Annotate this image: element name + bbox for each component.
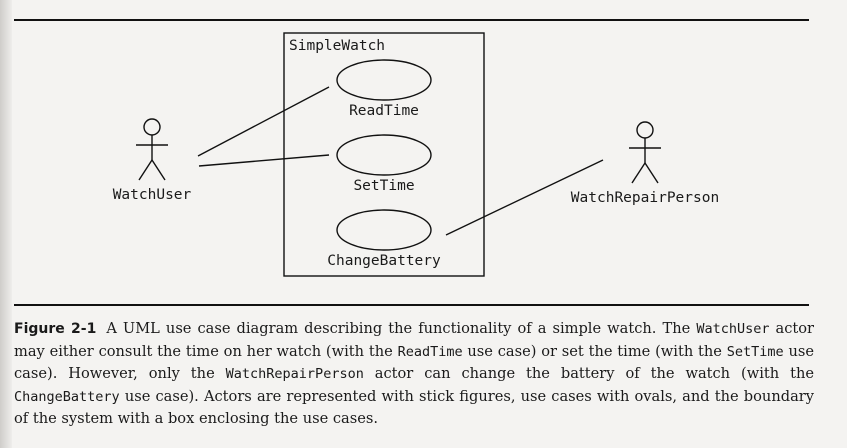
use-case-set-time-label: SetTime	[353, 178, 414, 194]
caption-code-read-time: ReadTime	[397, 343, 463, 360]
use-case-set-time-oval	[336, 134, 432, 176]
page-edge	[0, 0, 12, 448]
caption-code-watch-user: WatchUser	[696, 321, 770, 337]
caption-text-5: actor can change the battery of the watc…	[363, 365, 814, 383]
system-boundary	[283, 32, 485, 277]
caption-text-1: A UML use case diagram describing the fu…	[106, 320, 697, 337]
caption-code-set-time: SetTime	[726, 343, 784, 360]
use-case-change-battery-oval	[336, 209, 432, 251]
use-case-read-time-oval	[336, 59, 432, 101]
system-name: SimpleWatch	[289, 38, 385, 54]
figure-label: Figure 2-1	[14, 321, 97, 337]
caption-code-change-battery: ChangeBattery	[14, 388, 120, 405]
use-case-read-time-label: ReadTime	[349, 103, 419, 119]
actor-watch-user-label: WatchUser	[113, 187, 192, 203]
association-user-read-time	[197, 86, 330, 157]
association-repair-change-battery	[445, 159, 604, 236]
top-rule	[14, 19, 809, 21]
caption-code-watch-repair-person: WatchRepairPerson	[225, 366, 364, 383]
bottom-rule	[14, 304, 809, 306]
watch-repair-person-stick-figure	[629, 121, 661, 184]
figure-caption: Figure 2-1 A UML use case diagram describ…	[14, 318, 814, 431]
caption-text-4: use case). However, only the	[14, 342, 814, 383]
use-case-diagram: SimpleWatch ReadTime SetTime ChangeBatte…	[113, 32, 719, 277]
use-case-change-battery-label: ChangeBattery	[327, 253, 441, 269]
actor-watch-repair-person-label: WatchRepairPerson	[571, 190, 719, 206]
caption-text-3: use case) or set the time (with the	[462, 342, 727, 360]
caption-text-2: actor may either consult the time on her…	[14, 320, 815, 360]
watch-user-stick-figure	[136, 118, 168, 181]
association-user-set-time	[198, 154, 330, 167]
caption-text-6: use case). Actors are represented with s…	[14, 387, 814, 428]
